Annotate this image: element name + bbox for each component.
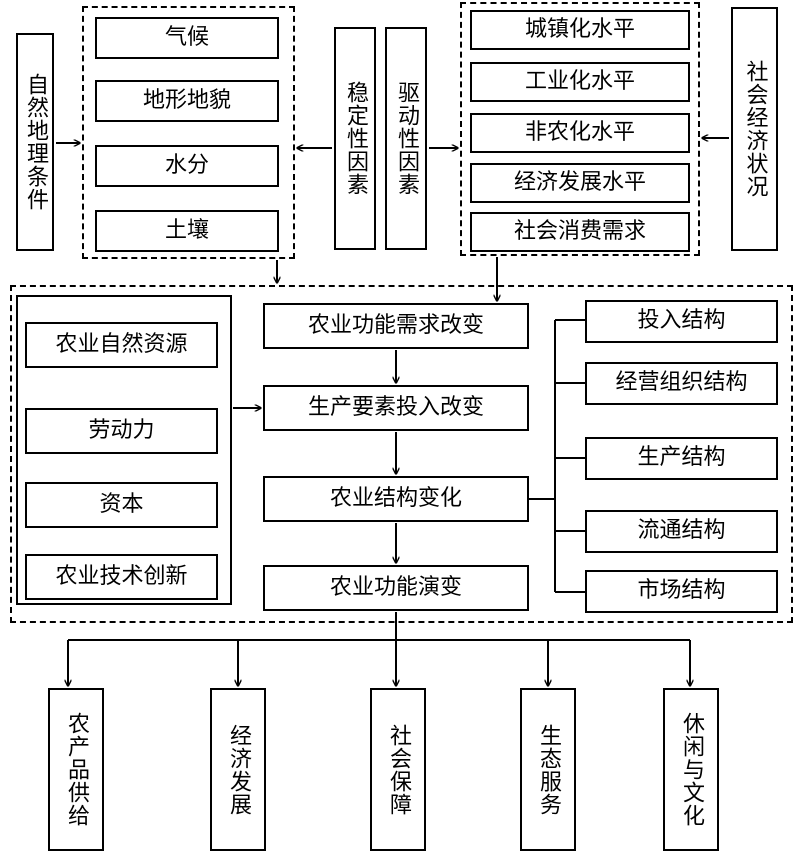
chain-function-evolution: 农业功能演变 [263,565,529,611]
input-labor: 劳动力 [25,408,218,454]
production-factors-group [16,295,232,605]
socio-item-industrialization: 工业化水平 [470,62,690,102]
chain-input-change: 生产要素投入改变 [263,385,529,431]
natural-item-soil: 土壤 [95,210,279,252]
natural-conditions-label: 自然地理条件 [23,73,48,211]
structure-production: 生产结构 [585,437,778,480]
socio-item-economic-development: 经济发展水平 [470,163,690,203]
structure-input: 投入结构 [585,300,778,343]
natural-conditions-label-box: 自然地理条件 [16,33,54,251]
driving-factors-box: 驱动性因素 [385,27,427,250]
agricultural-system-group [10,285,793,623]
natural-factors-group [82,6,295,259]
function-economic-development: 经济发展 [210,688,266,851]
socio-item-urbanization: 城镇化水平 [470,10,690,50]
natural-item-landform: 地形地貌 [95,80,279,122]
structure-circulation: 流通结构 [585,510,778,553]
socioeconomic-factors-group [460,2,700,256]
chain-structure-change: 农业结构变化 [263,476,529,522]
socio-item-non-agricultural: 非农化水平 [470,113,690,153]
natural-item-climate: 气候 [95,17,279,59]
stability-factors-label: 稳定性因素 [343,81,368,196]
function-leisure-culture: 休闲与文化 [663,688,719,851]
chain-demand-change: 农业功能需求改变 [263,303,529,349]
input-capital: 资本 [25,482,218,528]
natural-item-water: 水分 [95,145,279,187]
structure-organization: 经营组织结构 [585,362,778,405]
stability-factors-box: 稳定性因素 [334,27,376,250]
socio-item-consumption-demand: 社会消费需求 [470,212,690,252]
driving-factors-label: 驱动性因素 [394,81,419,196]
function-product-supply: 农产品供给 [48,688,104,851]
structure-market: 市场结构 [585,570,778,613]
function-ecological-services: 生态服务 [520,688,576,851]
function-social-security: 社会保障 [370,688,426,851]
input-natural-resources: 农业自然资源 [25,322,218,368]
socioeconomic-label-box: 社会经济状况 [731,7,778,251]
input-tech-innovation: 农业技术创新 [25,554,218,600]
socioeconomic-label: 社会经济状况 [742,60,768,198]
